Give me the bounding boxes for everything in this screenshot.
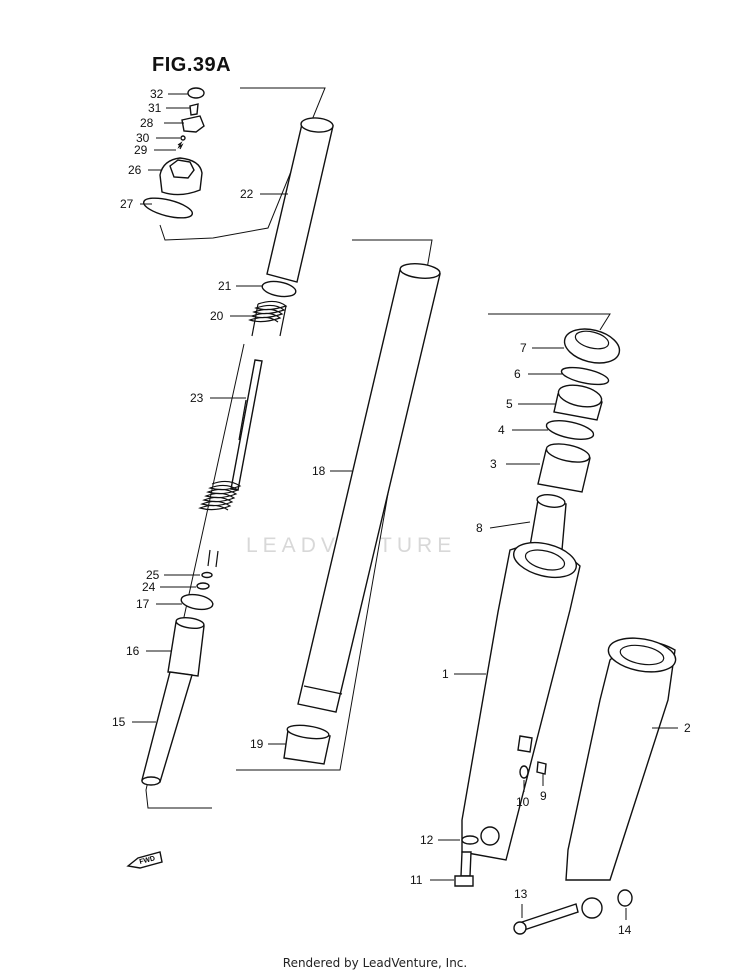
figure-title: FIG.39A bbox=[152, 54, 232, 76]
part-32-cap bbox=[187, 87, 205, 99]
part-19-top bbox=[286, 724, 330, 740]
callout-20: 20 bbox=[210, 309, 224, 323]
part-13-head bbox=[513, 921, 527, 935]
part-11-bolt bbox=[460, 851, 472, 877]
part-12-washer bbox=[461, 835, 479, 845]
callout-10: 10 bbox=[516, 795, 530, 809]
callouts-layer: 32 31 28 30 29 26 27 22 21 20 23 25 24 1… bbox=[112, 87, 691, 937]
part-27-o-ring bbox=[142, 197, 194, 219]
part-11-head bbox=[454, 875, 474, 887]
callout-16: 16 bbox=[126, 644, 140, 658]
part-23-rod bbox=[230, 359, 263, 491]
callout-13: 13 bbox=[514, 887, 528, 901]
part-13-bolt bbox=[521, 903, 579, 931]
callout-4: 4 bbox=[498, 423, 505, 437]
frame-inner-tube-group bbox=[236, 239, 433, 771]
part-1-bore bbox=[524, 549, 566, 571]
callout-18: 18 bbox=[312, 464, 326, 478]
callout-24: 24 bbox=[142, 580, 156, 594]
callout-19: 19 bbox=[250, 737, 264, 751]
part-1-axle-hole bbox=[480, 826, 500, 846]
part-8-top bbox=[536, 494, 566, 508]
callout-9: 9 bbox=[540, 789, 547, 803]
callout-22: 22 bbox=[240, 187, 254, 201]
part-5-top bbox=[557, 384, 603, 408]
part-16-top bbox=[175, 616, 205, 630]
part-2-outer-tube bbox=[565, 641, 676, 881]
callout-29: 29 bbox=[134, 143, 148, 157]
callout-1: 1 bbox=[442, 667, 449, 681]
part-15-cylinder bbox=[141, 671, 193, 783]
callout-26: 26 bbox=[128, 163, 142, 177]
part-2-bore bbox=[619, 644, 665, 666]
part-23-rebound-spring bbox=[198, 480, 242, 511]
callout-25: 25 bbox=[146, 568, 160, 582]
part-18-bushing-line bbox=[303, 685, 343, 695]
callout-5: 5 bbox=[506, 397, 513, 411]
part-1-outer-tube bbox=[461, 544, 581, 861]
part-1-lug bbox=[517, 735, 533, 753]
part-21-washer bbox=[261, 280, 297, 298]
part-23-rod-ridge bbox=[238, 399, 247, 441]
callout-15: 15 bbox=[112, 715, 126, 729]
part-29-spring bbox=[177, 141, 184, 150]
part-6-clip bbox=[560, 366, 610, 386]
part-22-top bbox=[300, 117, 334, 133]
part-7-inner bbox=[574, 330, 610, 350]
part-15-bottom bbox=[141, 776, 161, 786]
frame-outer-tube-group bbox=[488, 313, 611, 331]
callout-27: 27 bbox=[120, 197, 134, 211]
callout-28: 28 bbox=[140, 116, 154, 130]
part-30-ball bbox=[180, 135, 186, 141]
callout-2: 2 bbox=[684, 721, 691, 735]
part-24-washer bbox=[196, 582, 210, 590]
frame-damper-group bbox=[145, 343, 245, 809]
callout-21: 21 bbox=[218, 279, 232, 293]
part-17-seal bbox=[180, 593, 214, 611]
part-25-circlip bbox=[201, 571, 213, 579]
part-9-screw bbox=[536, 761, 547, 775]
part-2-axle-hole bbox=[581, 897, 603, 919]
callout-3: 3 bbox=[490, 457, 497, 471]
part-28-adjuster bbox=[181, 115, 205, 133]
callout-17: 17 bbox=[136, 597, 150, 611]
leader-8 bbox=[489, 521, 531, 529]
callout-7: 7 bbox=[520, 341, 527, 355]
callout-6: 6 bbox=[514, 367, 521, 381]
callout-23: 23 bbox=[190, 391, 204, 405]
callout-32: 32 bbox=[150, 87, 164, 101]
callout-12: 12 bbox=[420, 833, 434, 847]
part-18-top bbox=[399, 263, 441, 279]
fwd-label: FWD bbox=[139, 855, 156, 866]
callout-30: 30 bbox=[136, 131, 150, 145]
part-16-piston bbox=[167, 621, 205, 677]
part-7-dust-seal bbox=[563, 328, 621, 364]
frame-cap-group bbox=[159, 87, 326, 241]
part-10-washer bbox=[519, 765, 529, 779]
part-4-washer bbox=[545, 420, 595, 440]
footer-credit: Rendered by LeadVenture, Inc. bbox=[282, 956, 468, 970]
part-14-nut bbox=[617, 889, 633, 907]
part-20-spring bbox=[248, 300, 288, 323]
callout-11: 11 bbox=[410, 873, 423, 887]
part-18-inner-tube bbox=[297, 269, 441, 713]
part-31-screw bbox=[189, 103, 199, 116]
part-26-hex bbox=[169, 159, 195, 179]
part-3-top bbox=[545, 443, 591, 463]
callout-31: 31 bbox=[148, 101, 162, 115]
part-20-spring-body bbox=[251, 303, 287, 337]
part-23-lower-rod bbox=[207, 549, 219, 568]
part-22-tube bbox=[266, 123, 334, 283]
fwd-arrow-icon bbox=[126, 851, 163, 869]
callout-8: 8 bbox=[476, 521, 483, 535]
callout-14: 14 bbox=[618, 923, 632, 937]
